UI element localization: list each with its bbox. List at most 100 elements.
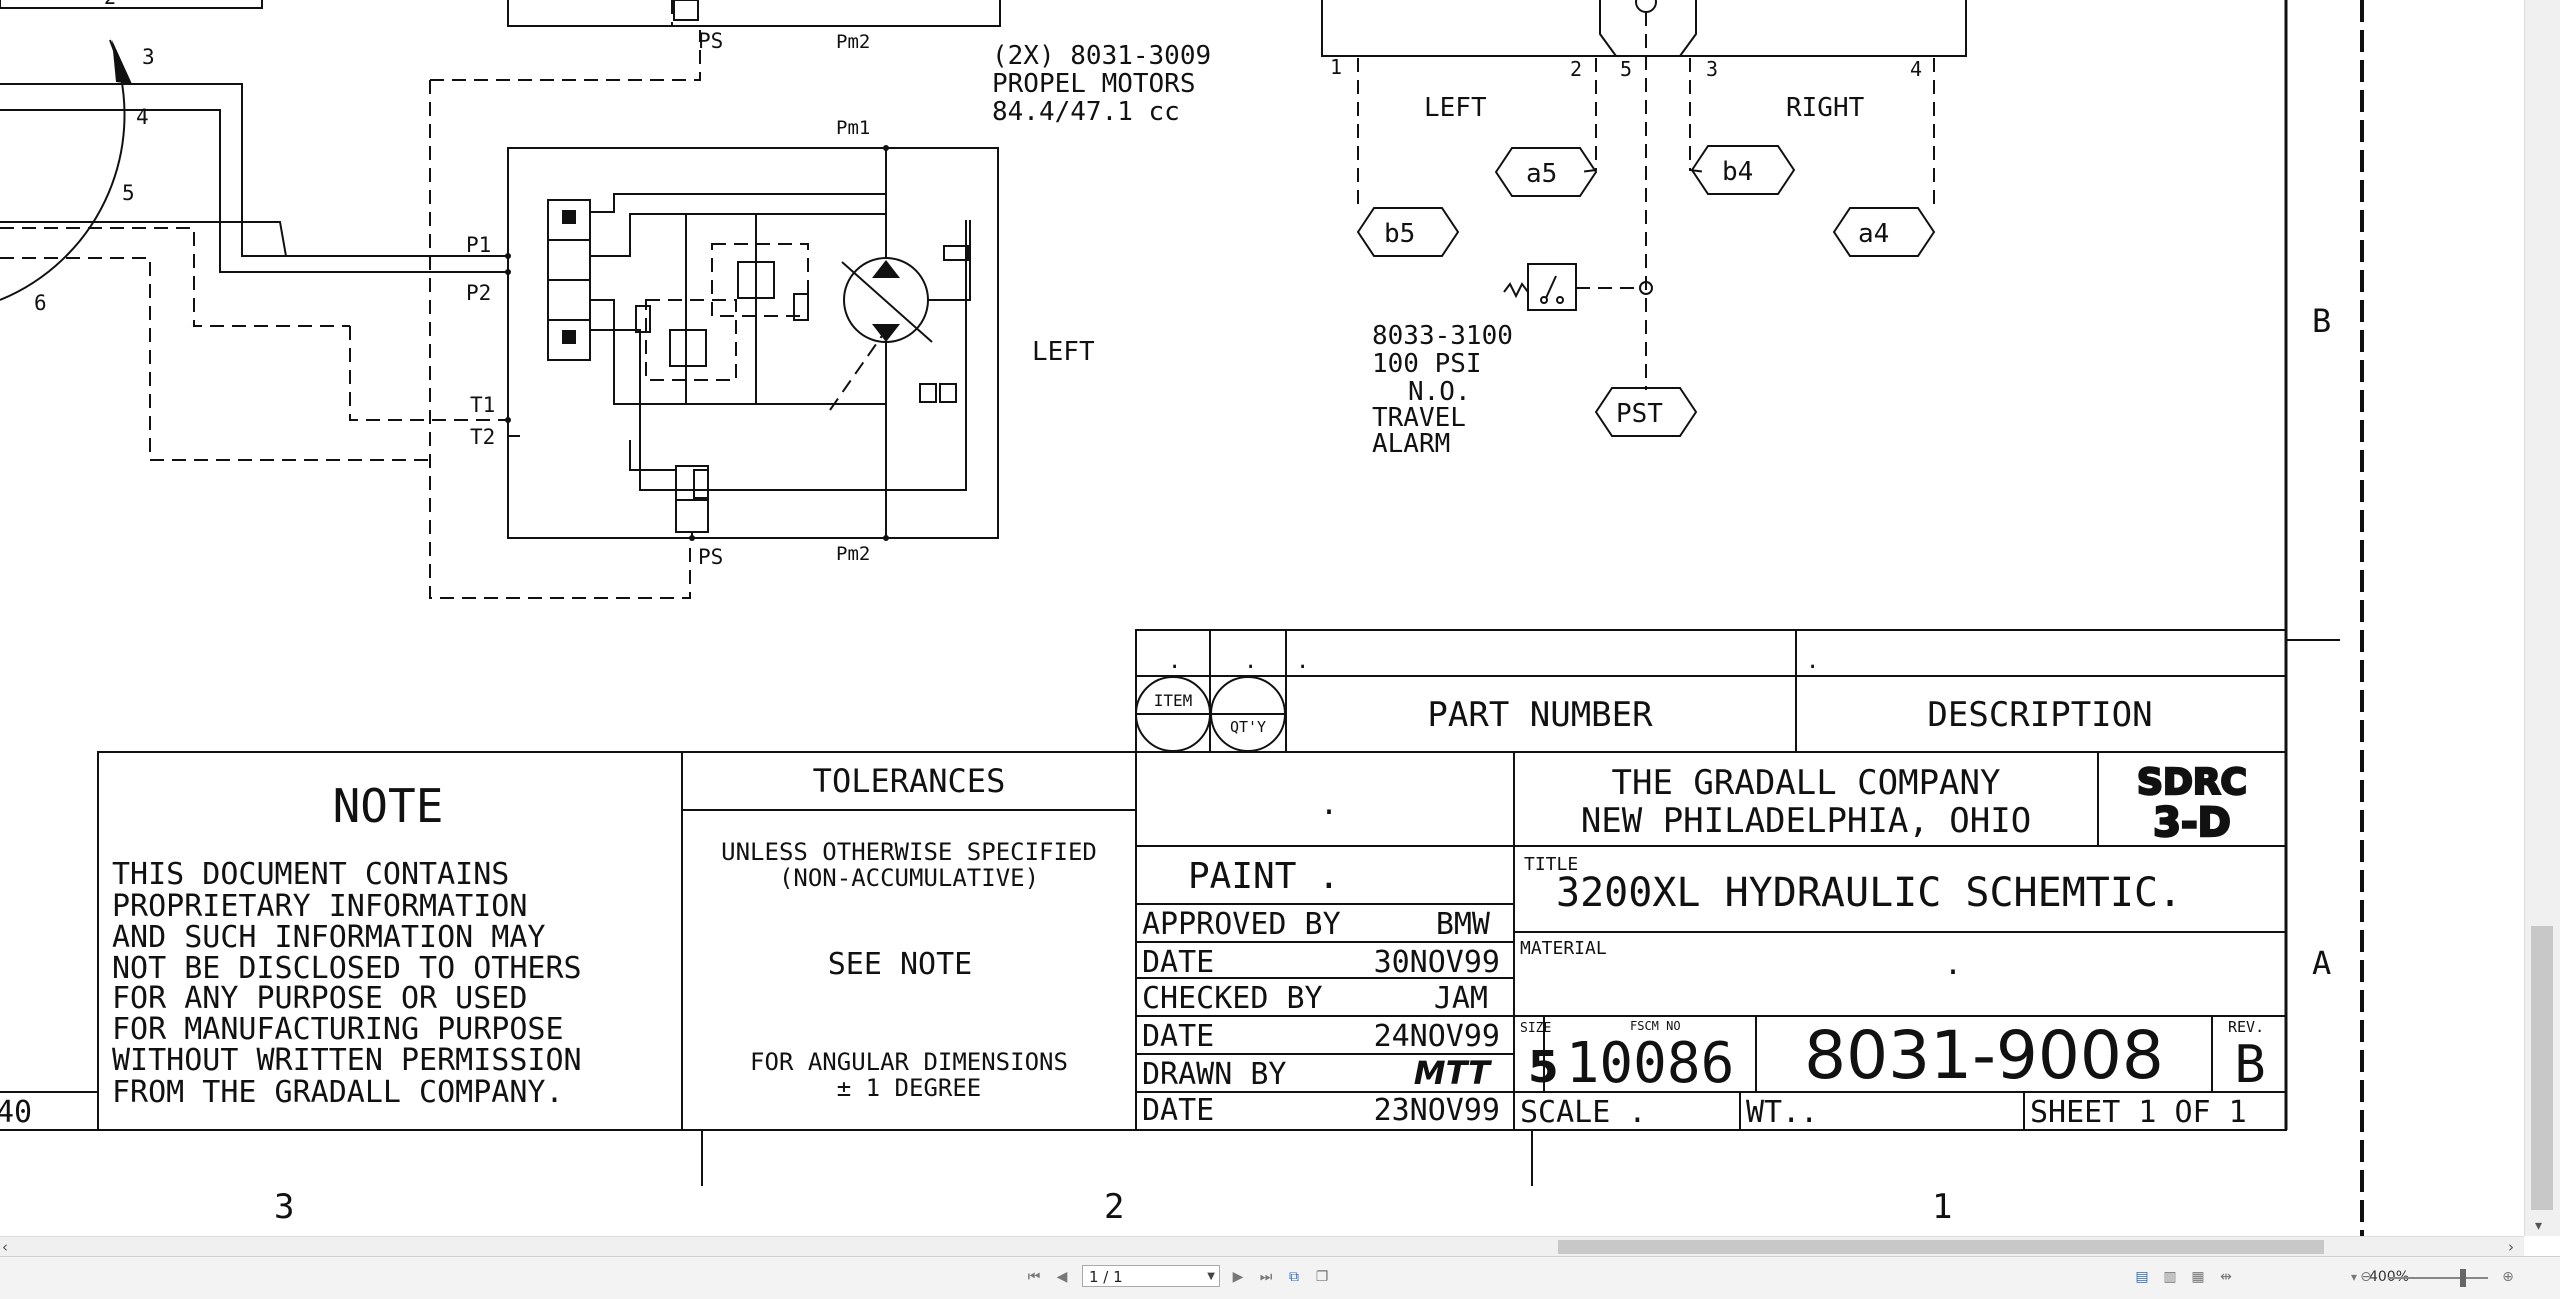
tolerances-line1: UNLESS OTHERWISE SPECIFIED: [721, 838, 1097, 866]
tolerances-block: TOLERANCES UNLESS OTHERWISE SPECIFIED (N…: [681, 751, 1137, 1131]
port-t2: T2: [470, 425, 495, 449]
tag-b5: b5: [1356, 207, 1460, 257]
drawn-date-label: DATE: [1142, 1093, 1214, 1128]
drawing-canvas: 2 3 4 5 6 PS Pm2 (2X) 8031-3009 PROPEL M…: [0, 0, 2364, 1236]
single-page-view-icon[interactable]: ▤: [2135, 1269, 2149, 1285]
tag-a5: a5: [1494, 147, 1598, 197]
switch-number-1: 1: [1330, 55, 1342, 79]
zoom-slider[interactable]: [2388, 1277, 2488, 1279]
parts-list: . . . . ITEM QT'Y PART NUMBER DESCRIPTIO…: [1135, 629, 2287, 753]
checked-date-label: DATE: [1142, 1019, 1214, 1054]
hydraulic-lines: PS Pm2: [0, 0, 1001, 599]
item-label-2: 2: [104, 0, 116, 9]
checked-date-value: 24NOV99: [1374, 1019, 1500, 1054]
vertical-scroll-thumb[interactable]: [2531, 926, 2553, 1210]
open-window-icon[interactable]: ⧉: [1289, 1269, 1299, 1285]
switch-number-4: 4: [1910, 57, 1922, 81]
company-line1: THE GRADALL COMPANY: [1612, 763, 2001, 803]
fscm-label: FSCM NO: [1630, 1019, 1681, 1033]
motor-side-label: LEFT: [1032, 337, 1095, 367]
first-page-icon[interactable]: ⏮: [1027, 1269, 1041, 1285]
company-line2: NEW PHILADELPHIA, OHIO: [1581, 801, 2031, 841]
continuous-view-icon[interactable]: ▥: [2163, 1269, 2177, 1285]
svg-text:PST: PST: [1616, 399, 1663, 429]
sheet-field: SHEET 1 OF 1: [2030, 1095, 2247, 1130]
drawing-title: 3200XL HYDRAULIC SCHEMTIC.: [1556, 870, 2182, 916]
travel-alarm-switch-group: 1 2 5 3 4 LEFT RIGHT a5 b4 b5 a4 PST: [1321, 0, 1967, 459]
zoom-out-icon[interactable]: ⊖: [2360, 1269, 2372, 1285]
last-page-icon[interactable]: ⏭: [1259, 1269, 1273, 1285]
vertical-scrollbar[interactable]: ▾: [2524, 0, 2560, 1236]
parts-dot-3: .: [1296, 649, 1309, 674]
previous-page-icon[interactable]: ◀: [1056, 1269, 1068, 1285]
zoom-in-icon[interactable]: ⊕: [2502, 1269, 2514, 1285]
note-line-2: PROPRIETARY INFORMATION: [112, 889, 527, 924]
sdrc-logo: SDRC 3-D: [2136, 761, 2248, 848]
note-line-5: FOR ANY PURPOSE OR USED: [112, 981, 527, 1016]
scale-field: SCALE .: [1520, 1095, 1646, 1130]
zoom-menu-icon[interactable]: ▾: [2350, 1270, 2358, 1284]
viewer-status-bar: ⏮ ◀ 1 / 1 ▼ ▶ ⏭ ⧉ ❐ ▤ ▥ ▦ ⇹ 400% ▾ ⊖ ⊕: [0, 1256, 2560, 1299]
port-t1: T1: [470, 393, 495, 417]
facing-view-icon[interactable]: ▦: [2191, 1269, 2205, 1285]
item-label-5: 5: [122, 181, 135, 205]
size-label: SIZE: [1520, 1021, 1551, 1036]
scroll-down-arrow-icon[interactable]: ▾: [2535, 1218, 2543, 1234]
switch-note-line4: TRAVEL: [1372, 403, 1466, 433]
page-selector[interactable]: 1 / 1 ▼: [1082, 1265, 1220, 1287]
title-label: TITLE: [1524, 854, 1578, 875]
port-ps-lower: PS: [698, 545, 723, 569]
tolerances-see-note: SEE NOTE: [828, 947, 973, 982]
fit-view-icon[interactable]: ⇹: [2220, 1269, 2232, 1285]
split-window-icon[interactable]: ❐: [1315, 1269, 1329, 1285]
note-line-4: NOT BE DISCLOSED TO OTHERS: [112, 951, 582, 986]
port-pm1: Pm1: [836, 117, 870, 139]
scroll-right-arrow-icon[interactable]: ›: [2508, 1238, 2514, 1256]
row-suffix: 40: [0, 1095, 32, 1130]
chevron-down-icon: ▼: [1207, 1271, 1215, 1282]
horizontal-scroll-thumb[interactable]: [1558, 1240, 2324, 1254]
title-block: THE GRADALL COMPANY NEW PHILADELPHIA, OH…: [1513, 751, 2287, 1131]
parts-dot-1: .: [1168, 649, 1181, 674]
zone-column-2: 2: [1104, 1187, 1124, 1227]
tolerances-line2: (NON-ACCUMULATIVE): [779, 864, 1039, 892]
svg-text:SDRC: SDRC: [2137, 762, 2247, 803]
svg-text:b5: b5: [1384, 219, 1415, 249]
svg-text:a5: a5: [1526, 159, 1557, 189]
motor-note-line1: (2X) 8031-3009: [992, 41, 1211, 71]
item-label-6: 6: [34, 291, 47, 315]
revision-row-stub: 40: [0, 1091, 98, 1130]
horizontal-scrollbar[interactable]: ‹ ›: [0, 1236, 2524, 1257]
switch-number-5: 5: [1620, 57, 1632, 81]
tolerances-angular2: ± 1 DEGREE: [837, 1074, 982, 1102]
port-p2: P2: [466, 281, 491, 305]
description-header: DESCRIPTION: [1927, 695, 2152, 735]
part-number-header: PART NUMBER: [1427, 695, 1653, 735]
zone-row-b: B: [2312, 302, 2331, 340]
switch-note-line1: 8033-3100: [1372, 321, 1513, 351]
note-block: NOTE THIS DOCUMENT CONTAINS PROPRIETARY …: [97, 751, 683, 1131]
motor-note-line3: 84.4/47.1 cc: [992, 97, 1180, 127]
rev-value: B: [2234, 1035, 2265, 1095]
tag-a4: a4: [1832, 207, 1936, 257]
item-header: ITEM: [1154, 691, 1193, 710]
zoom-slider-thumb[interactable]: [2460, 1269, 2466, 1287]
note-line-1: THIS DOCUMENT CONTAINS: [112, 857, 509, 892]
item-label-3: 3: [142, 45, 155, 69]
switch-right-label: RIGHT: [1786, 93, 1865, 123]
note-line-3: AND SUCH INFORMATION MAY: [112, 920, 545, 955]
tolerances-angular1: FOR ANGULAR DIMENSIONS: [750, 1048, 1068, 1076]
drawn-by-value: MTT: [1414, 1054, 1492, 1092]
switch-number-3: 3: [1706, 57, 1718, 81]
svg-text:b4: b4: [1722, 157, 1753, 187]
switch-note-line3: N.O.: [1408, 377, 1471, 407]
rev-label: REV.: [2228, 1018, 2264, 1036]
tag-b4: b4: [1690, 145, 1796, 195]
note-line-6: FOR MANUFACTURING PURPOSE: [112, 1012, 564, 1047]
approved-by-label: APPROVED BY: [1142, 907, 1341, 942]
next-page-icon[interactable]: ▶: [1232, 1269, 1244, 1285]
port-ps-upper: PS: [698, 29, 723, 53]
approvals-block: . PAINT . APPROVED BY BMW DATE 30NOV99 C…: [1135, 751, 1515, 1131]
scroll-left-arrow-icon[interactable]: ‹: [2, 1238, 8, 1256]
switch-left-label: LEFT: [1424, 93, 1487, 123]
